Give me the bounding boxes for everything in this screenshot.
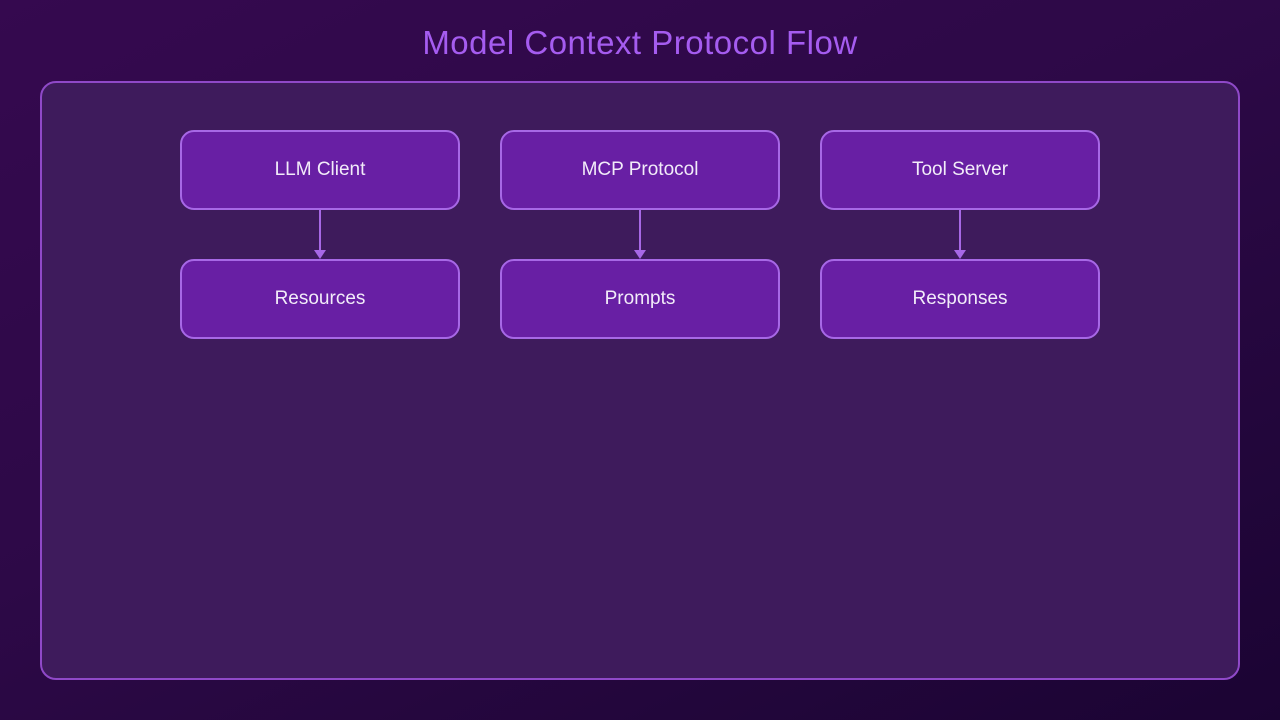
node-prompts: Prompts <box>500 259 780 339</box>
node-tool-server: Tool Server <box>820 130 1100 210</box>
node-mcp-protocol: MCP Protocol <box>500 130 780 210</box>
node-resources: Resources <box>180 259 460 339</box>
arrow-down-icon <box>954 210 966 259</box>
flow-panel: LLM Client Resources MCP Protocol Prompt… <box>40 81 1240 680</box>
flow-diagram: LLM Client Resources MCP Protocol Prompt… <box>42 83 1238 339</box>
arrow-line <box>959 210 961 250</box>
node-responses: Responses <box>820 259 1100 339</box>
arrow-line <box>319 210 321 250</box>
flow-column-llm-client: LLM Client Resources <box>180 130 460 339</box>
flow-column-tool-server: Tool Server Responses <box>820 130 1100 339</box>
arrow-head <box>634 250 646 259</box>
arrow-head <box>314 250 326 259</box>
arrow-down-icon <box>634 210 646 259</box>
node-llm-client: LLM Client <box>180 130 460 210</box>
arrow-head <box>954 250 966 259</box>
flow-column-mcp-protocol: MCP Protocol Prompts <box>500 130 780 339</box>
arrow-down-icon <box>314 210 326 259</box>
page-title: Model Context Protocol Flow <box>422 24 858 61</box>
arrow-line <box>639 210 641 250</box>
